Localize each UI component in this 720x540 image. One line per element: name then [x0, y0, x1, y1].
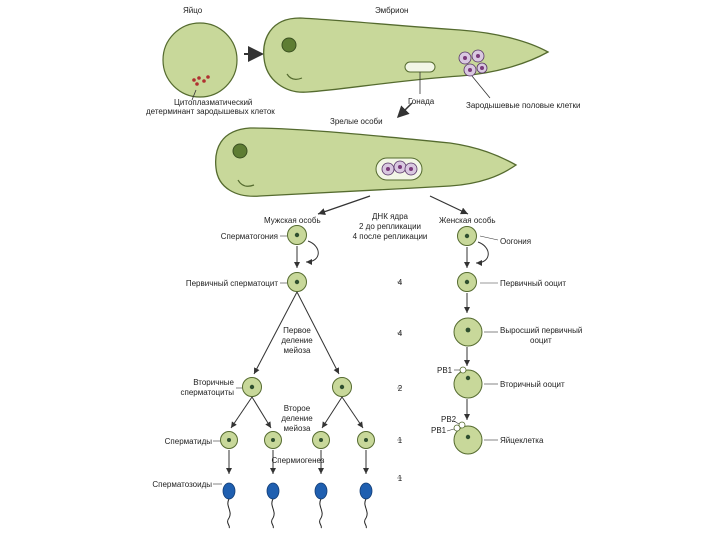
dna-value-primary: 4 — [397, 278, 403, 287]
meiosis1-label-line1: Первое — [283, 326, 311, 335]
spermatogonia-label: Сперматогония — [220, 232, 278, 241]
dna-value-secondary: 2 — [397, 384, 403, 393]
secondary-oocyte-label: Вторичный ооцит — [500, 380, 565, 389]
secondary-spermatocytes-line2: сперматоциты — [180, 388, 235, 397]
male-lineage — [213, 225, 375, 529]
adult-label: Зрелые особи — [330, 117, 383, 126]
female-header: Женская особь — [439, 216, 496, 225]
gonad-label: Гонада — [408, 97, 435, 106]
primary-spermatocyte-label: Первичный сперматоцит — [185, 279, 278, 288]
dna-value-sperm: 1 — [397, 474, 403, 483]
adult-shape — [215, 127, 518, 197]
pb2-label: PB2 — [441, 415, 457, 424]
dna-value-grown: 4 — [397, 329, 403, 338]
meiosis1-label-line3: мейоза — [283, 346, 311, 355]
germ-cells-label: Зародышевые половые клетки — [466, 101, 581, 110]
spermatozoa-label: Сперматозоиды — [152, 480, 212, 489]
dna-header-line2: 2 до репликации — [358, 222, 422, 231]
spermatozoa — [222, 482, 373, 529]
adult-to-male-arrow — [317, 195, 371, 216]
determinant-pointer — [191, 89, 197, 101]
pb1-label: PB1 — [437, 366, 453, 375]
egg-cell — [162, 22, 238, 98]
secondary-spermatocytes-line1: Вторичные — [193, 378, 234, 387]
meiosis2-label-line3: мейоза — [283, 424, 311, 433]
spermatids-label: Сперматиды — [164, 437, 212, 446]
meiosis1-label-line2: деление — [281, 336, 313, 345]
male-header: Мужская особь — [264, 216, 321, 225]
grown-oocyte-label-line1: Выросший первичный — [500, 326, 583, 335]
female-lineage — [446, 226, 499, 455]
egg-cell-label: Яйцеклетка — [500, 436, 544, 445]
meiosis2-label-line2: деление — [281, 414, 313, 423]
adult-to-female-arrow — [429, 195, 469, 215]
meiosis2-label-line1: Второе — [283, 404, 311, 413]
embryo-shape — [263, 17, 550, 93]
dna-header-line3: 4 после репликации — [352, 232, 428, 241]
spermiogenesis-label: Спермиогенез — [271, 456, 325, 465]
determinant-label-line2: детерминант зародышевых клеток — [146, 107, 275, 116]
embryo-label: Эмбрион — [375, 6, 409, 15]
oogonia-label: Оогония — [500, 237, 532, 246]
germ-cells-pointer — [471, 75, 491, 99]
dna-header-line1: ДНК ядра — [372, 212, 408, 221]
embryo-to-adult-arrow — [396, 102, 413, 119]
germ-cell-cluster — [458, 49, 488, 77]
egg-label: Яйцо — [183, 6, 203, 15]
primary-oocyte-label: Первичный ооцит — [500, 279, 567, 288]
dna-value-spermatid: 1 — [397, 436, 403, 445]
grown-oocyte-label-line2: ооцит — [530, 336, 552, 345]
pb1-second-label: PB1 — [431, 426, 447, 435]
determinant-label-line1: Цитоплазматический — [174, 98, 253, 107]
dna-column-markers — [397, 281, 402, 479]
